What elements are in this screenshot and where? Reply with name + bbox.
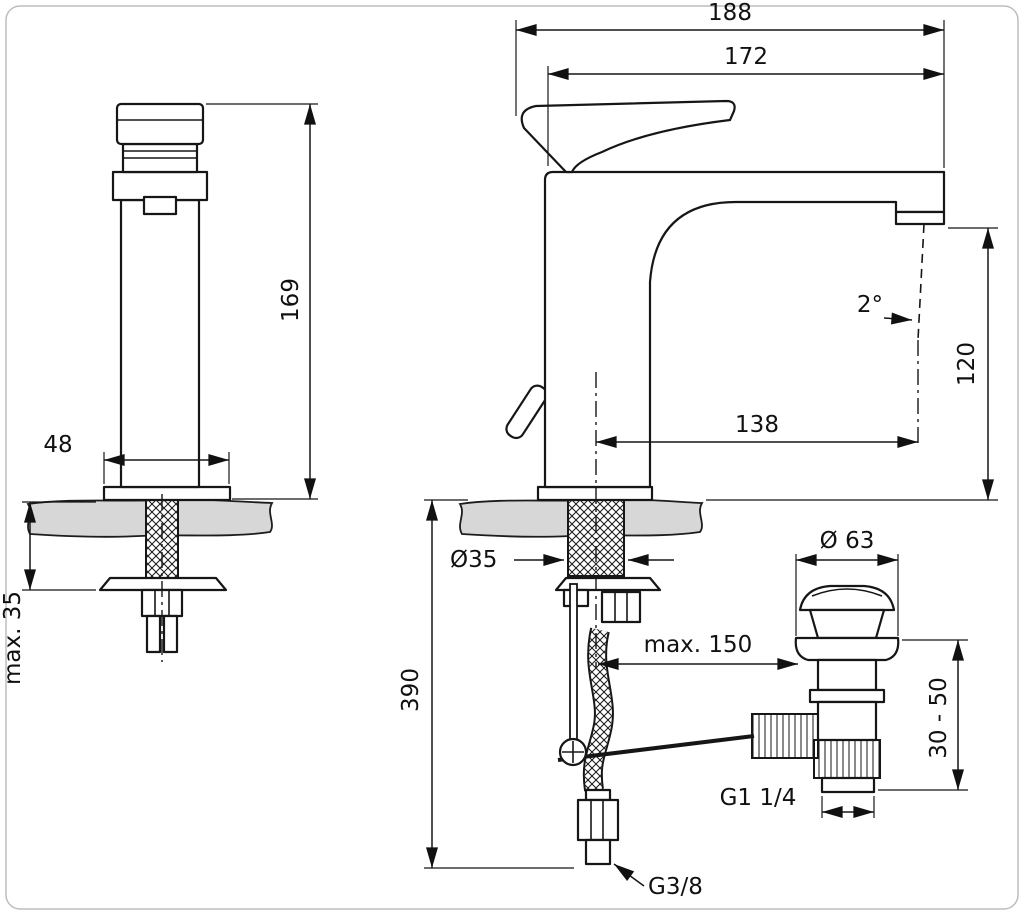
- dim-supply-height: 390: [398, 499, 574, 869]
- dim-rod-reach-label: max. 150: [644, 632, 753, 658]
- dim-hole-diameter: Ø35: [450, 547, 674, 573]
- front-view: [458, 99, 946, 866]
- dim-supply-thread: G3/8: [613, 863, 703, 900]
- popup-knob: [505, 384, 549, 440]
- dim-max-deck-thickness: max. 35: [0, 501, 96, 685]
- dim-spout-projection: 172: [547, 44, 944, 166]
- lever-handle-front: [520, 99, 736, 174]
- popup-waste: [751, 584, 900, 794]
- waste-body-knurl: [813, 739, 881, 779]
- dim-max-deck-thickness-label: max. 35: [0, 591, 26, 685]
- dim-waste-thread: G1 1/4: [720, 785, 875, 818]
- faucet-body-front: [520, 99, 946, 502]
- dim-spout-height: 120: [706, 227, 998, 501]
- waste-flange: [794, 636, 900, 662]
- page-border: [5, 5, 1019, 910]
- clamp-washer-front: [554, 576, 662, 592]
- aerator: [894, 210, 946, 226]
- water-stream-line: [917, 223, 925, 341]
- dim-hole-diameter-label: Ø35: [450, 547, 497, 573]
- dim-outlet-reach: 138: [596, 412, 918, 448]
- dim-left-height: 169: [206, 103, 318, 500]
- dim-rod-reach: max. 150: [598, 632, 798, 670]
- dim-waste-cap-diameter: Ø 63: [795, 528, 899, 636]
- dim-spray-angle: 2°: [857, 292, 913, 325]
- column-side: [119, 198, 201, 489]
- dim-waste-range: 30 - 50: [878, 639, 968, 791]
- dim-waste-range-label: 30 - 50: [926, 677, 952, 758]
- popup-rod-horizontal: [557, 734, 755, 762]
- dim-left-base-width: 48: [43, 432, 230, 484]
- dim-supply-thread-label: G3/8: [648, 874, 703, 900]
- dim-outlet-reach-label: 138: [735, 412, 779, 438]
- dim-left-height-label: 169: [278, 278, 304, 322]
- handle-side: [115, 102, 205, 146]
- dim-supply-height-label: 390: [398, 668, 424, 712]
- body-and-spout: [543, 170, 946, 489]
- rod-ball-joint: [558, 737, 588, 767]
- dim-spout-height-label: 120: [954, 342, 980, 386]
- spout-end-side: [142, 195, 178, 216]
- locknut-front: [600, 590, 642, 624]
- waste-tailpiece: [820, 776, 876, 794]
- dim-waste-cap-diameter-label: Ø 63: [820, 528, 875, 554]
- collar-side: [111, 170, 209, 202]
- supply-hose: [582, 627, 614, 792]
- waste-rod-nut: [751, 713, 819, 759]
- hose-fitting: [576, 788, 620, 866]
- dim-spray-angle-label: 2°: [857, 292, 883, 318]
- faucet-body-side: [102, 102, 232, 502]
- base-flange-front: [536, 485, 654, 502]
- dim-overall-width-label: 188: [708, 0, 752, 26]
- dim-overall-width: 188: [515, 0, 945, 168]
- dim-waste-thread-label: G1 1/4: [720, 785, 797, 811]
- side-view: [26, 102, 274, 662]
- base-flange-side: [102, 485, 232, 502]
- dimensions: 188 172 169 48 max. 35 2°: [0, 0, 998, 900]
- clamp-washer-left: [98, 576, 228, 592]
- dim-spout-projection-label: 172: [724, 44, 768, 70]
- dim-left-base-width-label: 48: [43, 432, 72, 458]
- popup-rod-vertical: [569, 583, 578, 759]
